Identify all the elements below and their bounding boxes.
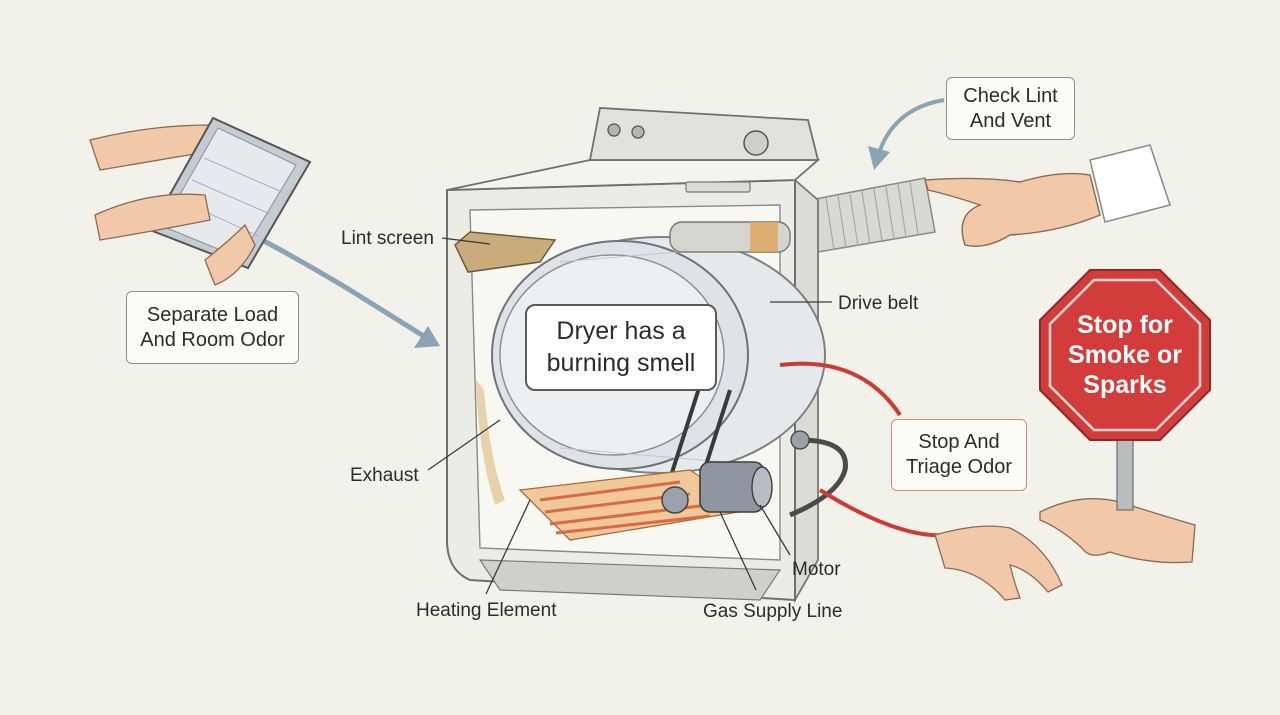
control-knob-icon [607,123,621,137]
stop-sign-icon [1039,269,1211,511]
stop-line-2: Smoke or [1068,341,1182,369]
stop-sign-text: Stop for Smoke or Sparks [1052,310,1198,400]
step-separate-line-1: Separate Load [146,303,279,326]
vent-duct-icon [809,177,936,253]
title-line-1: Dryer has a [556,317,686,346]
step-triage-line-1: Stop And [918,431,1000,453]
label-heating-element: Heating Element [416,600,557,621]
label-drive-belt: Drive belt [838,293,919,314]
diagram-title: Dryer has a burning smell [525,304,717,391]
step-check-lint: Check Lint And Vent [946,77,1075,140]
gas-supply-line [789,437,848,518]
hand-holding-filter-icon [89,116,312,286]
dial-icon [743,130,769,156]
step-separate-load: Separate Load And Room Odor [126,291,299,364]
pointing-hand-icon [924,144,1171,247]
motor [699,461,773,513]
step-separate-line-2: And Room Odor [140,328,285,351]
label-motor: Motor [792,559,841,580]
stop-line-1: Stop for [1077,311,1173,339]
step-triage-odor: Stop And Triage Odor [891,419,1027,491]
open-hand-icon [934,498,1196,601]
step-triage-line-2: Triage Odor [906,456,1012,478]
step-check-line-1: Check Lint [963,84,1058,107]
stop-line-3: Sparks [1083,371,1167,399]
label-lint-screen: Lint screen [341,228,434,249]
lint-screen [454,231,557,273]
label-exhaust: Exhaust [350,465,419,486]
control-knob-icon [631,125,645,139]
label-gas-supply-line: Gas Supply Line [703,601,843,622]
title-line-2: burning smell [546,348,696,377]
step-check-line-2: And Vent [969,109,1052,132]
